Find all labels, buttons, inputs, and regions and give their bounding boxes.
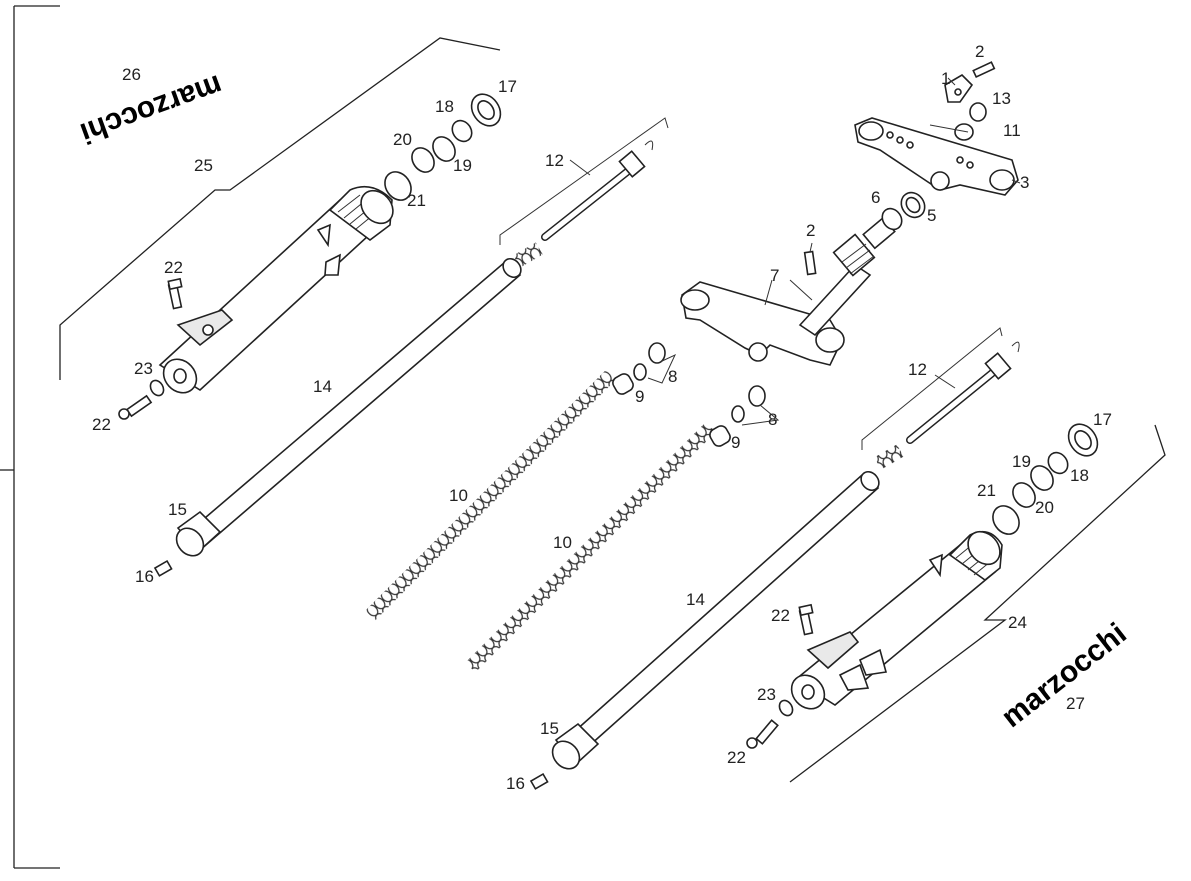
left-fork-tube bbox=[175, 257, 522, 557]
callout-22-left-lower: 22 bbox=[92, 415, 111, 434]
callout-12-right: 12 bbox=[908, 360, 927, 379]
right-fork-slider bbox=[790, 530, 1003, 710]
cap-group-8-9-upper bbox=[612, 342, 666, 395]
callout-5: 5 bbox=[927, 206, 936, 225]
page-frame-bracket bbox=[0, 5, 60, 869]
callout-11: 11 bbox=[1003, 121, 1021, 140]
callout-16-left: 16 bbox=[135, 567, 154, 586]
group-bracket-rod-right bbox=[861, 327, 1003, 450]
brand-label-top-left: marzocchi bbox=[76, 68, 227, 150]
bolt-22-left-upper bbox=[167, 277, 183, 310]
callout-15-right: 15 bbox=[540, 719, 559, 738]
bolt-2-lower bbox=[803, 250, 817, 276]
callout-12-left: 12 bbox=[545, 151, 564, 170]
callout-16-right: 16 bbox=[506, 774, 525, 793]
callout-9-lower: 9 bbox=[731, 433, 740, 452]
callout-19-left: 19 bbox=[453, 156, 472, 175]
callout-2-upper: 2 bbox=[975, 42, 984, 61]
washer-23-right bbox=[778, 699, 794, 717]
callout-17-right: 17 bbox=[1093, 410, 1112, 429]
left-fork-slider bbox=[158, 185, 394, 394]
callout-18-right: 18 bbox=[1070, 466, 1089, 485]
right-fork-tube bbox=[551, 470, 880, 770]
bolt-22-left-lower bbox=[118, 394, 153, 420]
callout-19-right: 19 bbox=[1012, 452, 1031, 471]
right-seal-stack bbox=[992, 423, 1099, 535]
bleeder-16-left bbox=[153, 559, 173, 577]
callout-10-upper: 10 bbox=[449, 486, 468, 505]
callout-17-left: 17 bbox=[498, 77, 517, 96]
callout-7: 7 bbox=[770, 266, 779, 285]
callout-1: 1 bbox=[941, 69, 950, 88]
callout-27: 27 bbox=[1066, 694, 1085, 713]
callout-22-left-upper: 22 bbox=[164, 258, 183, 277]
callout-14-left: 14 bbox=[313, 377, 332, 396]
cap-group-8-9-lower bbox=[709, 385, 766, 447]
callout-13: 13 bbox=[992, 89, 1011, 108]
cap-13 bbox=[969, 102, 987, 122]
bearing-6 bbox=[881, 207, 903, 231]
washer-23-left bbox=[149, 379, 165, 397]
callout-24: 24 bbox=[1008, 613, 1027, 632]
callout-23-left: 23 bbox=[134, 359, 153, 378]
bearing-5 bbox=[900, 191, 926, 219]
fork-spring-right bbox=[465, 422, 716, 673]
callout-20-right: 20 bbox=[1035, 498, 1054, 517]
left-damper-rod bbox=[513, 140, 654, 268]
callout-6: 6 bbox=[871, 188, 880, 207]
callout-10-lower: 10 bbox=[553, 533, 572, 552]
bolt-22-right-upper bbox=[798, 603, 814, 636]
callout-20-left: 20 bbox=[393, 130, 412, 149]
callout-15-left: 15 bbox=[168, 500, 187, 519]
fork-spring-left bbox=[365, 370, 616, 621]
group-bracket-right-leg bbox=[789, 424, 1166, 783]
callout-8-upper: 8 bbox=[668, 367, 677, 386]
callout-22-right-lower: 22 bbox=[727, 748, 746, 767]
callout-21-left: 21 bbox=[407, 191, 426, 210]
callout-26: 26 bbox=[122, 65, 141, 84]
callout-14-right: 14 bbox=[686, 590, 705, 609]
callout-25: 25 bbox=[194, 156, 213, 175]
callout-22-right-upper: 22 bbox=[771, 606, 790, 625]
callout-3: 3 bbox=[1020, 173, 1029, 192]
ring-11 bbox=[954, 123, 974, 141]
bleeder-16-right bbox=[529, 772, 549, 790]
callout-21-right: 21 bbox=[977, 481, 996, 500]
brand-label-bottom-right: marzocchi bbox=[996, 617, 1133, 734]
callout-23-right: 23 bbox=[757, 685, 776, 704]
callout-9-upper: 9 bbox=[635, 387, 644, 406]
callout-8-lower: 8 bbox=[768, 410, 777, 429]
lower-triple-clamp bbox=[680, 216, 896, 366]
group-bracket-rod-left bbox=[499, 117, 669, 245]
bolt-22-right-lower bbox=[746, 719, 779, 749]
left-seal-stack bbox=[384, 93, 502, 201]
callout-2-lower: 2 bbox=[806, 221, 815, 240]
leader-lines bbox=[569, 77, 1021, 426]
bolt-2-upper bbox=[972, 61, 996, 79]
group-bracket-left-leg bbox=[59, 37, 501, 380]
callout-18-left: 18 bbox=[435, 97, 454, 116]
upper-triple-clamp bbox=[854, 117, 1019, 196]
right-damper-rod bbox=[874, 341, 1020, 470]
callout-numbers: 1 2 2 3 5 6 7 8 8 9 9 10 10 11 12 12 13 … bbox=[92, 42, 1112, 793]
